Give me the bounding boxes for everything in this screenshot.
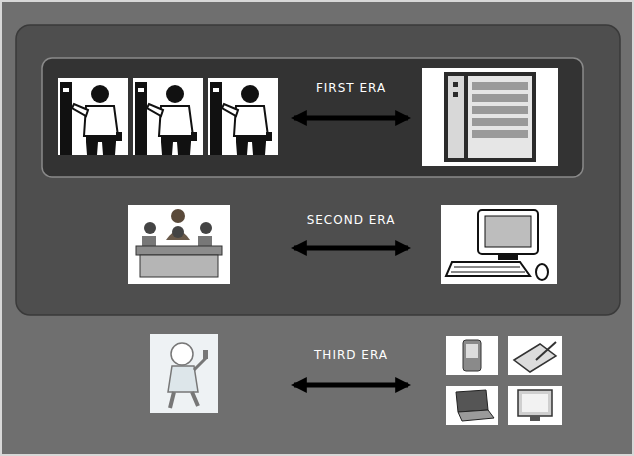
pda (463, 340, 481, 371)
indicator (453, 92, 458, 97)
image-frame (508, 386, 562, 425)
mouse (536, 264, 548, 280)
pda-image (446, 336, 498, 375)
image-frame (446, 386, 498, 425)
image-frame (422, 68, 558, 166)
drive-bay (472, 82, 528, 90)
laptop-image (446, 386, 498, 425)
monitor-stand (498, 254, 518, 260)
person-body (142, 236, 156, 246)
key-row (451, 272, 525, 273)
era-label: THIRD ERA (281, 348, 421, 362)
phone (203, 350, 208, 359)
first-era-band (42, 58, 583, 177)
stylus (536, 342, 556, 360)
era-label: FIRST ERA (281, 81, 421, 95)
monitor-stand (530, 416, 540, 421)
person-legs (170, 392, 198, 408)
mobile-person-image (150, 334, 218, 413)
laptop-base (458, 410, 494, 421)
person-arm (194, 358, 206, 370)
person-body (168, 366, 198, 392)
person-head (171, 343, 193, 365)
monitor-image (508, 386, 562, 425)
drive-bay (472, 94, 528, 102)
image-frame (150, 334, 218, 413)
person-head (200, 222, 212, 234)
era-group-band (16, 25, 620, 315)
tablet-image (508, 336, 562, 375)
screen (485, 216, 531, 247)
key-row (454, 267, 520, 268)
drive-bay (472, 118, 528, 126)
image-frame (446, 336, 498, 375)
desk-front (140, 255, 218, 277)
person-head (144, 222, 156, 234)
monitor (518, 390, 552, 416)
cabinet (444, 72, 536, 162)
drive-bay (472, 130, 528, 138)
keyboard (446, 262, 530, 276)
user-figure (58, 78, 128, 155)
indicator (453, 82, 458, 87)
user-figure (208, 78, 278, 155)
image-frame (441, 205, 557, 284)
drive-bay (472, 106, 528, 114)
screen (522, 394, 548, 412)
user-figure (133, 78, 203, 155)
era-label: SECOND ERA (281, 213, 421, 227)
desktop-computer-image (441, 205, 557, 284)
image-frame (508, 336, 562, 375)
double-arrow (294, 246, 408, 251)
cabinet-panel (448, 76, 464, 158)
group-at-desk-image (128, 205, 230, 284)
person-head (172, 226, 184, 238)
cabinet-panel (468, 76, 532, 158)
person-head (171, 209, 185, 223)
desk-top (136, 246, 222, 255)
monitor (478, 210, 538, 254)
double-arrow (294, 383, 408, 388)
person-body (198, 236, 212, 246)
double-arrow (294, 116, 408, 121)
mainframe-image (422, 68, 558, 166)
screen (466, 344, 478, 358)
image-frame (128, 205, 230, 284)
laptop-screen (456, 390, 488, 412)
